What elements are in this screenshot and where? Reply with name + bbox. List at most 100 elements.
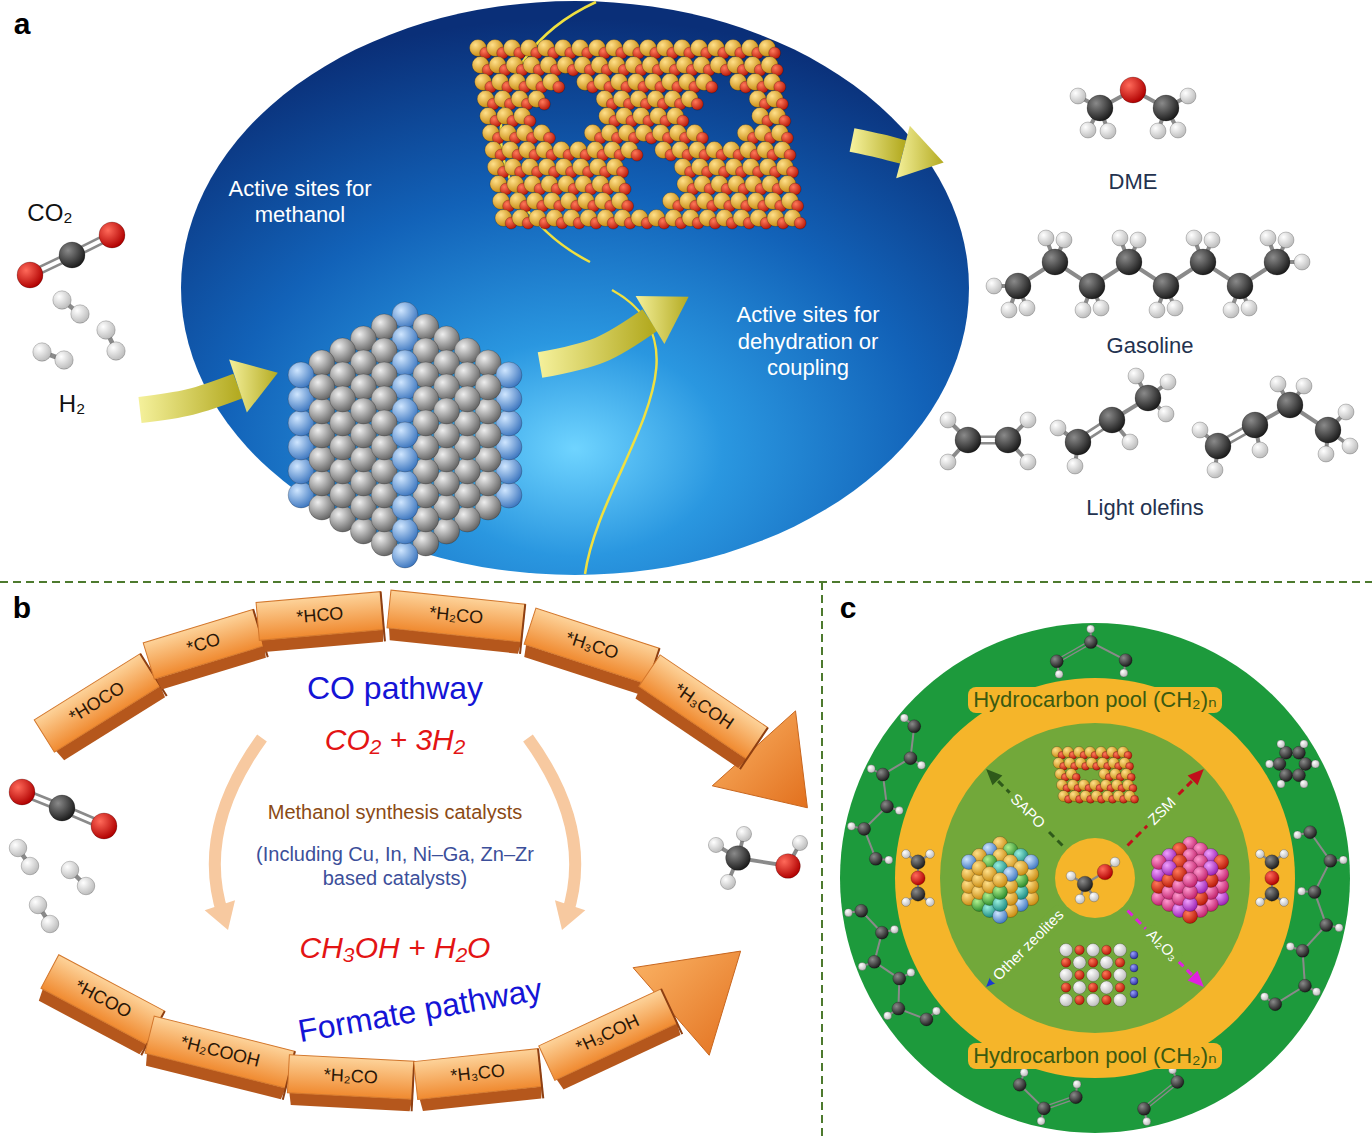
segment-shape	[520, 604, 525, 654]
dme-molecule	[1070, 88, 1086, 104]
panel-divider	[0, 581, 1372, 583]
hydrocarbon-molecule	[920, 1013, 933, 1026]
alumina-cluster	[1102, 945, 1112, 955]
hydrocarbon-molecule	[1269, 998, 1282, 1011]
methanol-molecule	[1110, 857, 1120, 867]
butene-molecule	[1207, 462, 1223, 478]
region-label: Active sites for dehydration or coupling	[708, 302, 908, 381]
dme-molecule	[926, 898, 935, 907]
pathway-label: Formate pathway	[295, 970, 545, 1051]
hydrocarbon-molecule	[868, 955, 881, 968]
dme-molecule	[1280, 850, 1289, 859]
dme-molecule	[1087, 95, 1113, 121]
intermediate-label: *H₃CO	[449, 1060, 505, 1087]
alumina-cluster	[1061, 983, 1071, 993]
dme-molecule	[1265, 871, 1279, 885]
hydrocarbon-molecule	[1069, 1091, 1082, 1104]
co2-molecule	[59, 242, 85, 268]
intermediate-label: *H₂CO	[428, 602, 484, 629]
dme-molecule	[1265, 887, 1279, 901]
methanol-molecule	[708, 837, 723, 852]
propene-molecule	[1099, 407, 1125, 433]
reaction-arrow	[528, 738, 585, 930]
ethylene-molecule	[940, 412, 1036, 470]
gasoline-molecule	[1278, 232, 1294, 248]
hydrocarbon-molecule	[1320, 919, 1333, 932]
gasoline-molecule	[1005, 273, 1031, 299]
gasoline-molecule	[1075, 302, 1091, 318]
butene-molecule	[1192, 376, 1358, 478]
hydrocarbon-molecule	[1050, 625, 1132, 678]
co2-molecule	[49, 795, 75, 821]
ring-label: Hydrocarbon pool (CH₂)ₙ	[968, 687, 1222, 713]
propene-molecule	[1128, 368, 1144, 384]
hydrocarbon-molecule	[1286, 943, 1294, 951]
dme-molecule	[1170, 122, 1186, 138]
gasoline-molecule	[1056, 232, 1072, 248]
ethylene-molecule	[940, 412, 956, 428]
hydrocarbon-molecule	[1119, 654, 1132, 667]
reaction-arrow	[555, 900, 585, 930]
h2-molecule	[33, 343, 73, 369]
equation: CH₃OH + H₂O	[300, 930, 491, 966]
alumina-cluster	[1130, 951, 1138, 959]
propene-molecule	[1050, 368, 1176, 474]
segment-shape	[256, 592, 384, 641]
dme-molecule	[1256, 850, 1265, 859]
hydrocarbon-molecule	[892, 1002, 905, 1015]
ethylene-molecule	[995, 427, 1021, 453]
methanol-molecule	[1077, 876, 1093, 892]
dme-molecule	[1150, 123, 1166, 139]
equation: CO₂ + 3H₂	[325, 722, 465, 758]
flow-arrow	[852, 140, 903, 152]
alumina-cluster	[1115, 983, 1125, 993]
h2-molecule	[9, 839, 39, 875]
hydrocarbon-molecule	[893, 972, 906, 985]
hydrocarbon-molecule	[1013, 1078, 1026, 1091]
methanol-molecule	[1097, 864, 1113, 880]
propene-molecule	[1135, 385, 1161, 411]
alumina-cluster	[1060, 994, 1073, 1007]
gasoline-molecule	[1223, 302, 1239, 318]
reaction-arrow	[205, 738, 262, 930]
ellipse-shape	[180, 0, 970, 576]
hydrocarbon-molecule	[908, 720, 921, 733]
hydrocarbon-molecule	[1261, 993, 1269, 1001]
ring-label: Hydrocarbon pool (CH₂)ₙ	[968, 1043, 1222, 1069]
gasoline-molecule	[1260, 230, 1276, 246]
dme-molecule	[1256, 898, 1265, 907]
intermediate-segment: *H₃CO	[520, 608, 659, 696]
hydrocarbon-molecule	[1073, 1080, 1081, 1088]
segment-shape	[538, 1049, 543, 1099]
hydrocarbon-molecule	[884, 1012, 892, 1020]
label-holder: c	[828, 590, 868, 626]
alumina-cluster	[1130, 977, 1138, 985]
text-holder: Other zeolites	[985, 902, 1070, 987]
metal-cube	[392, 470, 418, 496]
gasoline-molecule	[1227, 273, 1253, 299]
catalyst-label: Other zeolites	[985, 902, 1070, 987]
segment-shape	[413, 1049, 541, 1100]
co2-molecule	[91, 813, 117, 839]
segment-shape	[740, 728, 768, 769]
hydrocarbon-molecule	[904, 752, 917, 765]
hydrocarbon-molecule	[847, 822, 855, 830]
hydrocarbon-molecule	[875, 926, 888, 939]
product-label: Light olefins	[1086, 495, 1203, 521]
butene-molecule	[1242, 412, 1268, 438]
intermediate-segment: *H₂CO	[385, 590, 524, 654]
outer-green-disc	[840, 623, 1350, 1133]
hydrocarbon-molecule	[1143, 1118, 1151, 1126]
benzene-molecule	[1265, 740, 1319, 788]
alumina-cluster	[1075, 945, 1085, 955]
hydrocarbon-molecule	[1313, 988, 1321, 996]
label-holder: Light olefins	[1035, 495, 1255, 521]
label-holder: CO pathway	[255, 669, 535, 707]
intermediate-label: *HCO	[295, 603, 344, 629]
catalyst-label: Al₂O₃	[1139, 922, 1185, 968]
benzene-molecule	[1311, 760, 1319, 768]
hydrocarbon-molecule	[1138, 1066, 1184, 1126]
hydrocarbon-molecule	[1055, 670, 1063, 678]
gasoline-molecule	[1079, 273, 1105, 299]
